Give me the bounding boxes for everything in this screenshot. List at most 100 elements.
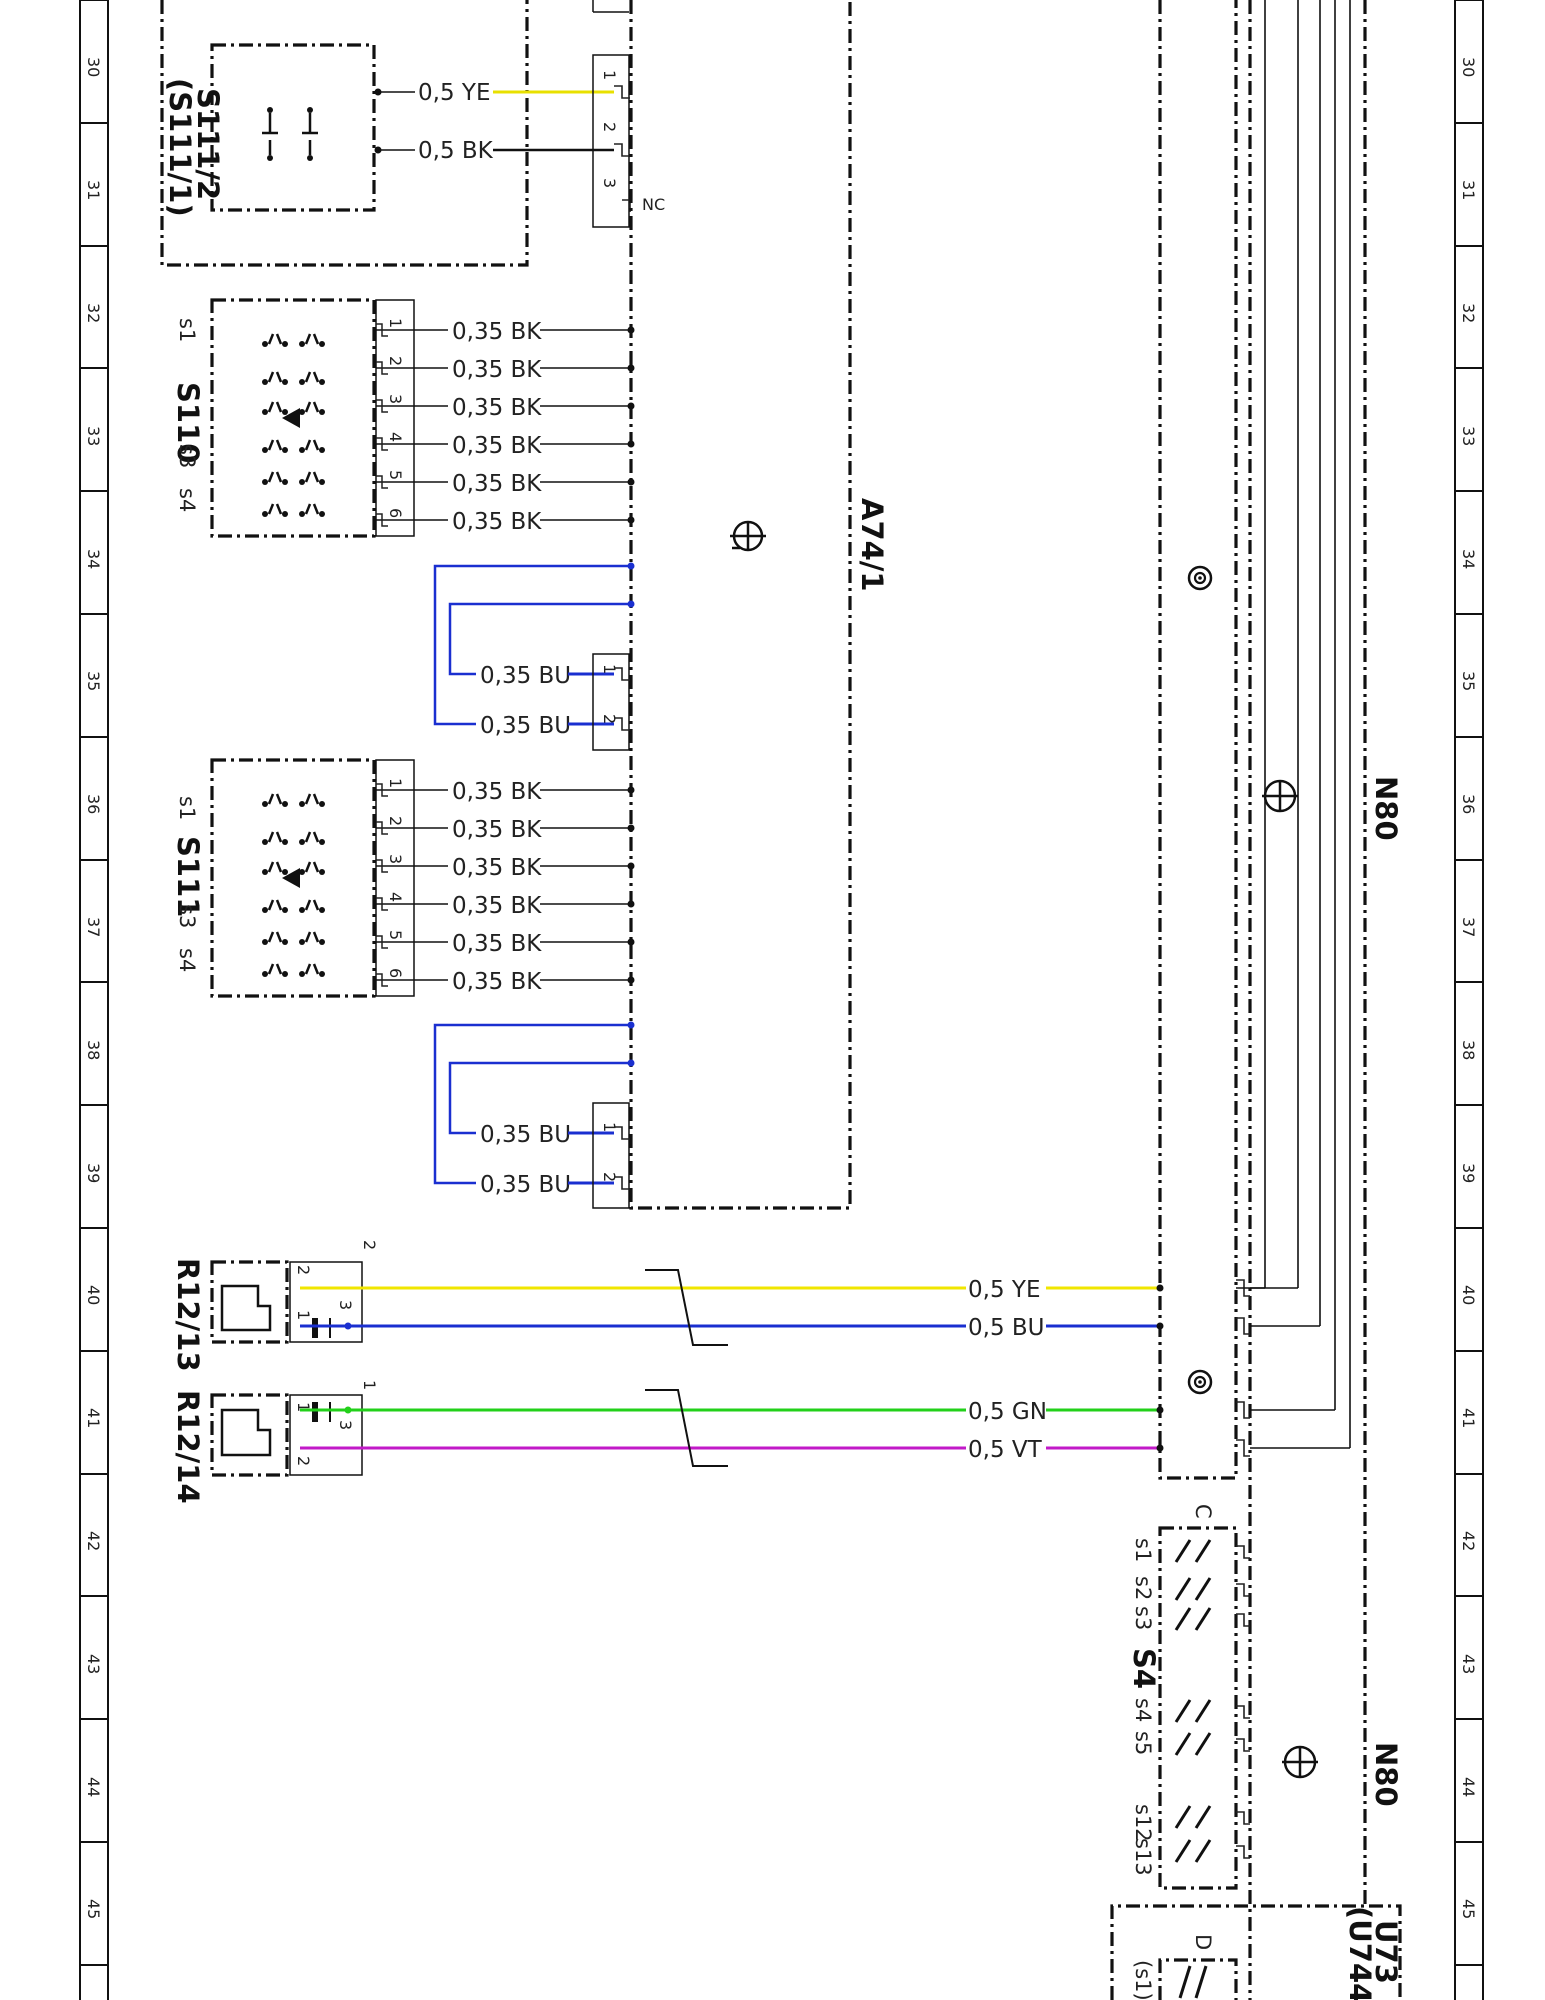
bk-wire-pin: 1 — [386, 778, 405, 788]
u73-module: U73 (U744) D (s1) — [1110, 1904, 1403, 2000]
s111-s3-label: s3 — [175, 904, 199, 928]
ruler-left-number: 44 — [84, 1777, 103, 1797]
bk-wire-label: 0,35 BK — [452, 817, 542, 843]
bk-wire-label: 0,35 BK — [452, 779, 542, 805]
bk-wire-pin: 2 — [386, 356, 405, 366]
r12-13-wire-bu-label: 0,5 BU — [968, 1315, 1045, 1341]
r12-13-wire-ye-label: 0,5 YE — [968, 1277, 1040, 1303]
ruler-right-number: 33 — [1459, 426, 1478, 446]
bu-pair-2-wires: 0,35 BU 0,35 BU 1 2 — [433, 1021, 635, 1209]
r12-13-top-pin: 2 — [360, 1240, 379, 1250]
bu-pair-2-pin-1: 1 — [600, 1122, 619, 1132]
ruler-right-number: 31 — [1459, 180, 1478, 200]
bk-wire-label: 0,35 BK — [452, 931, 542, 957]
ruler-right-number: 39 — [1459, 1163, 1478, 1183]
s4-sub-label: s13 — [1131, 1838, 1155, 1876]
s4-sub-label: s3 — [1131, 1606, 1155, 1630]
bk-wire-pin: 2 — [386, 816, 405, 826]
ruler-right-number: 35 — [1459, 671, 1478, 691]
ruler-left — [79, 0, 109, 2000]
r12-14-pin-b-3: 3 — [336, 1420, 355, 1430]
s4-label: S4 — [1127, 1648, 1161, 1689]
bk-wire-label: 0,35 BK — [452, 319, 542, 345]
s110-s3-label: s3 — [175, 444, 199, 468]
s111-2-pin-2: 2 — [600, 122, 619, 132]
a74-1-label: A74/1 — [855, 498, 889, 592]
bk-wire-pin: 5 — [386, 930, 405, 940]
s111-2-alt-label: (S111/1) — [163, 78, 197, 217]
bu-pair-2-wire-2-label: 0,35 BU — [480, 1172, 571, 1198]
bu-pair-1-pin-2: 2 — [600, 714, 619, 724]
bu-pair-1-wire-1-label: 0,35 BU — [480, 663, 571, 689]
ruler-right-number: 34 — [1459, 549, 1478, 569]
bk-wire-pin: 1 — [386, 318, 405, 328]
ruler-left-number: 41 — [84, 1408, 103, 1428]
ruler-left-number: 33 — [84, 426, 103, 446]
bk-wire-label: 0,35 BK — [452, 969, 542, 995]
s110-s1-label: s1 — [175, 318, 199, 342]
ruler-right-number: 43 — [1459, 1654, 1478, 1674]
ruler-right-number: 41 — [1459, 1408, 1478, 1428]
bk-wire-label: 0,35 BK — [452, 395, 542, 421]
bk-wire-label: 0,35 BK — [452, 855, 542, 881]
bu-pair-1-wires: 0,35 BU 0,35 BU 1 2 — [433, 562, 635, 751]
s111-s4-label: s4 — [175, 948, 199, 972]
bk-wire-pin: 4 — [386, 432, 405, 442]
s111-2-wires: 0,5 YE 0,5 BK 1 2 3 NC — [374, 0, 665, 228]
nc-label: NC — [642, 195, 665, 214]
ruler-right — [1454, 0, 1484, 2000]
s111-2-label: S111/2 — [191, 88, 225, 200]
ruler-left-number: 38 — [84, 1040, 103, 1060]
bk-wire-pin: 5 — [386, 470, 405, 480]
ruler-left-number: 37 — [84, 917, 103, 937]
ruler-right-number: 37 — [1459, 917, 1478, 937]
ruler-left-number: 36 — [84, 794, 103, 814]
bk-wire-label: 0,35 BK — [452, 357, 542, 383]
s4-c-label: C — [1191, 1504, 1215, 1519]
u73-alt-label: (U744) — [1343, 1906, 1377, 2000]
s111-2-component: S111/2 (S111/1) — [160, 0, 529, 267]
n80-top-label: N80 — [1369, 776, 1403, 841]
r12-13-pin-b-3: 3 — [336, 1300, 355, 1310]
bu-pair-2-pin-2: 2 — [600, 1172, 619, 1182]
ruler-left-number: 32 — [84, 303, 103, 323]
s111-s1-label: s1 — [175, 796, 199, 820]
s111-label: S111 — [171, 836, 205, 917]
bk-wire-pin: 3 — [386, 394, 405, 404]
bu-pair-2-wire-1-label: 0,35 BU — [480, 1122, 571, 1148]
bk-wire-pin: 6 — [386, 508, 405, 518]
ruler-left-number: 40 — [84, 1285, 103, 1305]
ruler-left-number: 39 — [84, 1163, 103, 1183]
r12-14-wire-gn-label: 0,5 GN — [968, 1399, 1047, 1425]
s110-s4-label: s4 — [175, 488, 199, 512]
ruler-right-number: 40 — [1459, 1285, 1478, 1305]
r12-13-pin-a-2: 2 — [294, 1265, 313, 1275]
ruler-left-number: 30 — [84, 57, 103, 77]
r12-14-wire-vt-label: 0,5 VT — [968, 1437, 1043, 1463]
s4-sub-label: s5 — [1131, 1731, 1155, 1755]
ruler-left-number: 45 — [84, 1899, 103, 1919]
ruler-left-number: 42 — [84, 1531, 103, 1551]
ruler-left-number: 43 — [84, 1654, 103, 1674]
r12-13-pin-a-1: 1 — [294, 1310, 313, 1320]
bk-wire-label: 0,35 BK — [452, 471, 542, 497]
s4-sub-label: s2 — [1131, 1576, 1155, 1600]
r12-14-sensor: R12/14 1 1 2 3 — [171, 1380, 379, 1504]
s4-sub-label: s4 — [1131, 1698, 1155, 1722]
r12-14-label: R12/14 — [171, 1390, 205, 1504]
u73-d-label: D — [1191, 1934, 1215, 1950]
ruler-right-number: 32 — [1459, 303, 1478, 323]
u73-s1-label: (s1) — [1131, 1960, 1155, 2000]
bk-wire-label: 0,35 BK — [452, 509, 542, 535]
s111-2-pin-1: 1 — [600, 70, 619, 80]
nc-pin-3: 3 — [600, 178, 619, 188]
s111-2-wire-ye-label: 0,5 YE — [418, 80, 490, 106]
r12-13-sensor: R12/13 2 2 1 3 — [171, 1240, 379, 1372]
r12-14-pin-a-2: 2 — [294, 1456, 313, 1466]
r12-14-pin-a-1: 1 — [294, 1402, 313, 1412]
bk-wire-label: 0,35 BK — [452, 433, 542, 459]
